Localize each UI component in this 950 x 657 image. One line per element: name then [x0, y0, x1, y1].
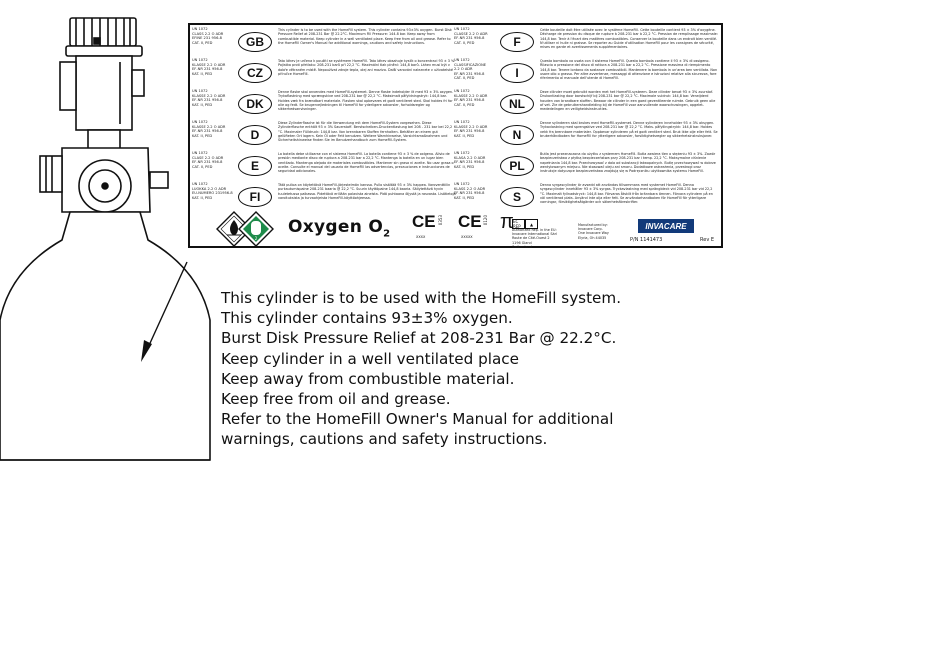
regulatory-class-text: UN 1072 CLASE 2.2 O ADR EF-NR 231 956-8 … [192, 151, 224, 169]
cylinder-label-panel: UN 1072 CLASS 2.2 O ADR EFINE 231 956-8 … [188, 23, 723, 249]
language-text-n: Denne sylinderen skal brukes med HomeFil… [540, 121, 718, 138]
language-badge-f: F [500, 32, 534, 52]
language-badge-pl: PL [500, 156, 534, 176]
invacare-logo: INVACARE [638, 219, 694, 233]
language-text-cz: Tato láhev je určena k použití se systém… [278, 59, 456, 76]
part-number: P/N 1141473 [630, 237, 663, 243]
ce-approval-note-left: XXXX [416, 235, 426, 239]
regulatory-class-text: UN 1072 KLASS 2.2 O ADR EF-NR 231 956-8 … [454, 182, 486, 200]
ce-approval-note-right: XXXXX [461, 235, 473, 239]
instruction-line: Keep cylinder in a well ventilated place [221, 349, 519, 368]
regulatory-class-text: UN 1072 KLASA 2.2 O ADR EF-NR 231 956-8 … [454, 151, 486, 169]
language-text-fi: Tätä pulloa on käytettävä HomeFill-järje… [278, 183, 456, 200]
instruction-line: Refer to the HomeFill Owner's Manual for… [221, 410, 614, 429]
instruction-line: This cylinder is to be used with the Hom… [221, 289, 622, 307]
language-text-gb: This cylinder is to be used with the Hom… [278, 28, 452, 45]
regulatory-class-text: UN 1072 CLASS 2.2 O ADR EFINE 231 956-8 … [192, 27, 224, 45]
revision-label: Rev E [700, 237, 715, 243]
instruction-line: This cylinder contains 93±3% oxygen. [221, 309, 513, 328]
language-badge-gb: GB [238, 32, 272, 52]
language-badge-dk: DK [238, 94, 272, 114]
eu-representative-text: Authorized Rep. in the EU: Invacare Inte… [512, 228, 557, 249]
product-name-heading: Oxygen O2 [288, 217, 391, 240]
language-text-i: Questa bombola va usata con il sistema H… [540, 59, 718, 81]
language-text-dk: Denne flaske skal anvendes med HomeFill-… [278, 90, 454, 112]
regulatory-class-text: UN 1072 CLASSE 2.2 O ADR EF-NR 231 956-8… [454, 27, 488, 45]
language-badge-d: D [238, 125, 272, 145]
language-text-d: Diese Zylinderflasche ist für die Verwen… [278, 121, 453, 143]
instruction-text-block: This cylinder is to be used with the Hom… [221, 288, 641, 450]
language-text-e: La botella debe utilizarse con el sistem… [278, 152, 454, 174]
regulatory-class-text: UN 1072 KLASSE 2.2 O ADR EF-NR 231 956-8… [454, 120, 488, 138]
instruction-line: warnings, cautions and safety instructio… [221, 430, 548, 449]
oxygen-cylinder-illustration [0, 17, 211, 461]
language-text-pl: Butla jest przeznaczona do użytku z syst… [540, 152, 716, 174]
language-badge-n: N [500, 125, 534, 145]
svg-text:2: 2 [255, 236, 258, 241]
ec-rep-box: EC REP [512, 219, 525, 229]
manufacturer-symbol-box: ▲ [525, 219, 538, 229]
language-badge-e: E [238, 156, 272, 176]
instruction-line: Keep away from combustible material. [221, 369, 515, 388]
regulatory-class-text: UN 1072 KLASSE 2.2 O ADR EF-NR 231 956-8… [192, 58, 226, 76]
language-text-nl: Deze cilinder moet gebruikt worden met h… [540, 90, 716, 112]
language-text-s: Denna syrgascylinder är avsedd att använ… [540, 183, 713, 205]
regulatory-class-text: UN 1072 KLASSE 2.2 O ADR EF-NR 231 956-8… [192, 89, 226, 107]
ce-mark-left: CE [412, 212, 436, 231]
regulatory-class-text: UN 1072 CLASSIFICAZIONE 2.2 O ADR EF-NR … [454, 58, 487, 81]
instruction-line: Burst Disk Pressure Relief at 208-231 Ba… [221, 329, 617, 348]
ce-notified-body-left: 0353 [438, 215, 443, 226]
language-badge-nl: NL [500, 94, 534, 114]
language-text-f: Cette bouteille doit être utilisée avec … [540, 28, 718, 50]
ce-notified-body-right: 0120 [483, 215, 488, 226]
language-badge-fi: FI [238, 187, 272, 207]
ce-mark-right: CE [458, 212, 482, 231]
hazard-diamond-icons: 2 [216, 211, 274, 247]
pi-mark: π [500, 211, 514, 233]
regulatory-class-text: UN 1072 KLASSE 2.2 O ADR EF-NR 231 956-8… [454, 89, 488, 107]
regulatory-class-text: UN 1072 LUOKKA 2.2 O ADR EU-NUMERO 23195… [192, 182, 233, 200]
language-badge-s: S [500, 187, 534, 207]
instruction-line: Keep free from oil and grease. [221, 390, 451, 409]
manufacturer-text: Manufactured by: Invacare Corp. One Inva… [578, 223, 609, 240]
language-badge-cz: CZ [238, 63, 272, 83]
regulatory-class-text: UN 1072 KLASSE 2.2 O ADR EF-NR 231 956-8… [192, 120, 226, 138]
language-badge-i: I [500, 63, 534, 83]
